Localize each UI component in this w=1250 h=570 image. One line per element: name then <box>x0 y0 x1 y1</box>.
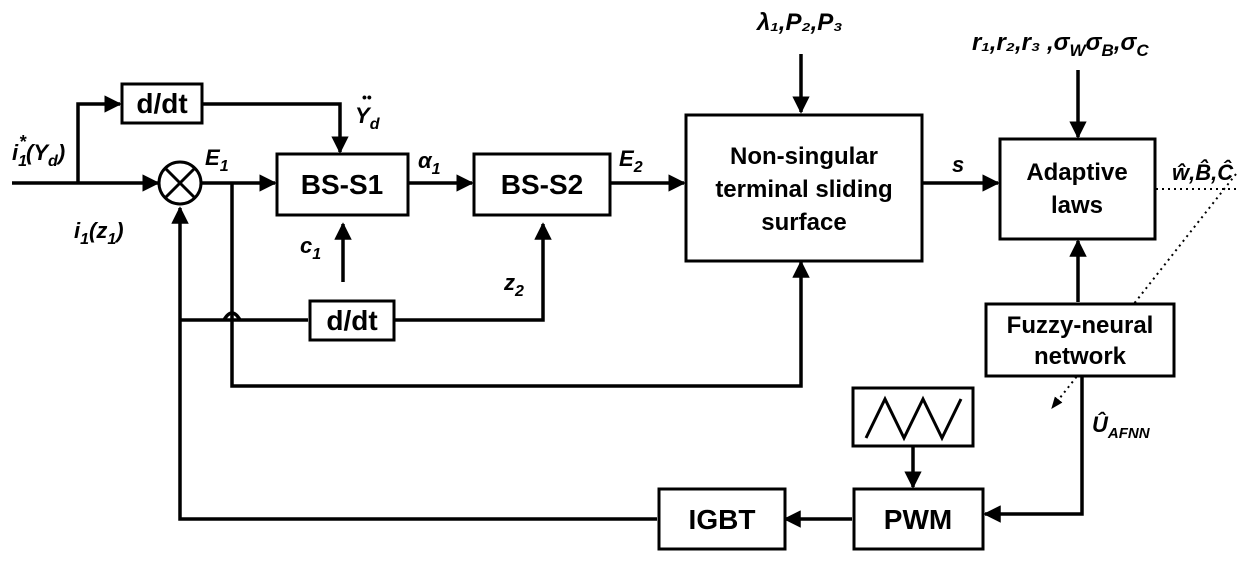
pwm-block: PWM <box>852 487 985 551</box>
fnn-label-line1: Fuzzy-neural <box>1007 312 1154 339</box>
igbt-block: IGBT <box>657 487 787 551</box>
estimates-label: ŵ,B̂,Ĉ <box>1172 159 1234 185</box>
ddt-bottom-block: d/dt <box>308 299 396 342</box>
fuzzy-neural-network-block: Fuzzy-neural network <box>984 302 1176 378</box>
igbt-label: IGBT <box>689 504 756 535</box>
ddt-top-block: d/dt <box>120 82 204 125</box>
bs-s2-block: BS-S2 <box>472 152 612 217</box>
bs-s2-label: BS-S2 <box>501 169 583 200</box>
ntss-parameters-label: λ₁,P₂,P₃ <box>755 9 843 36</box>
e1-label: E1 <box>205 145 229 175</box>
adaptive-laws-block: Adaptive laws <box>998 137 1157 241</box>
reference-signal-label: i1*(Yd) <box>12 132 65 170</box>
ddt-top-label: d/dt <box>136 88 187 119</box>
feedback-signal-label: i1(z1) <box>74 218 124 248</box>
c1-label: c1 <box>300 233 321 263</box>
triangle-wave-icon <box>864 395 963 442</box>
fnn-to-pwm-line <box>983 375 1084 523</box>
triangle-wave-block <box>851 386 975 448</box>
ddt-top-to-bs-s1-line <box>202 102 349 154</box>
s-label: s <box>952 152 964 177</box>
pwm-label: PWM <box>884 504 952 535</box>
ddt-bottom-label: d/dt <box>326 305 377 336</box>
e1-feed-to-ntss-line <box>230 183 810 388</box>
bs-s1-block: BS-S1 <box>275 152 410 217</box>
z2-line <box>394 222 552 322</box>
alpha1-label: α1 <box>418 148 441 178</box>
summing-junction <box>157 160 203 206</box>
ntss-label-line2: terminal sliding <box>715 176 892 203</box>
z2-label: z2 <box>503 270 524 300</box>
adaptive-label-line1: Adaptive <box>1026 159 1127 186</box>
yd-dot-label: Yd <box>355 103 381 133</box>
feedback-to-summing-line <box>171 206 657 521</box>
estimate-dotted-diagonal <box>1051 173 1237 409</box>
line-crossing-hop <box>222 311 242 321</box>
adaptive-label-line2: laws <box>1051 192 1103 219</box>
ntss-block: Non-singular terminal sliding surface <box>684 113 924 263</box>
ntss-label-line1: Non-singular <box>730 143 878 170</box>
reference-branch-line <box>76 95 122 183</box>
adaptive-parameters-label: r₁,r₂,r₃ ,σWσB,σC <box>972 29 1149 60</box>
bs-s1-label: BS-S1 <box>301 169 383 200</box>
yd-dot-mark: •• <box>362 89 372 105</box>
e2-label: E2 <box>619 146 643 176</box>
fnn-label-line2: network <box>1034 343 1127 370</box>
u-afnn-label: ÛAFNN <box>1092 412 1151 442</box>
ntss-label-line3: surface <box>761 209 846 236</box>
